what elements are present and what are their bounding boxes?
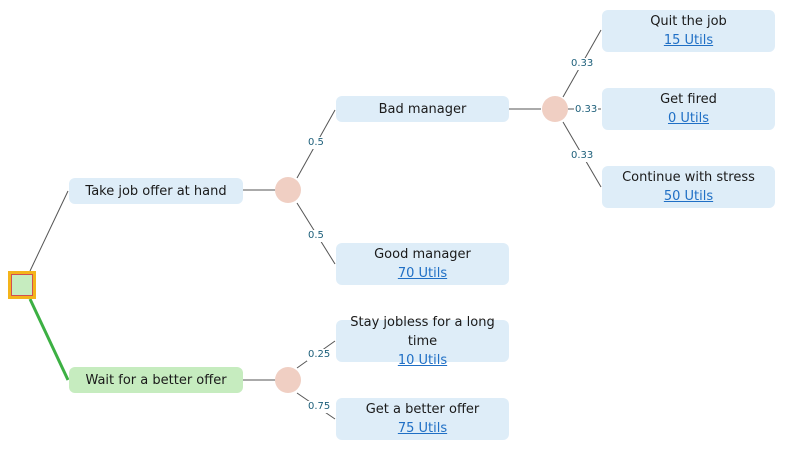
outcome-stay-jobless[interactable]: Stay jobless for a long time 10 Utils (336, 315, 509, 368)
outcome-get-fired[interactable]: Get fired 0 Utils (602, 88, 775, 130)
outcome-stay-jobless-utility[interactable]: 10 Utils (397, 352, 448, 368)
prob-quit: 0.33 (570, 58, 595, 70)
option-take-job[interactable]: Take job offer at hand (69, 178, 243, 204)
prob-continue: 0.33 (570, 150, 595, 162)
outcome-good-manager-label: Good manager (374, 247, 471, 262)
chance-node-bad-manager[interactable] (542, 96, 568, 122)
outcome-good-manager[interactable]: Good manager 70 Utils (336, 243, 509, 285)
chance-node-take[interactable] (275, 177, 301, 203)
outcome-better-offer-label: Get a better offer (365, 402, 480, 417)
prob-better-offer: 0.75 (307, 401, 332, 413)
decision-node[interactable] (8, 271, 36, 299)
outcome-continue-stress-utility[interactable]: 50 Utils (663, 189, 714, 204)
outcome-better-offer[interactable]: Get a better offer 75 Utils (336, 398, 509, 440)
chance-node-wait[interactable] (275, 367, 301, 393)
link-decision-take (29, 190, 69, 272)
outcome-quit-job-utility[interactable]: 15 Utils (663, 33, 714, 48)
link-decision-wait (28, 298, 70, 381)
outcome-get-fired-utility[interactable]: 0 Utils (667, 111, 709, 126)
outcome-bad-manager-label: Bad manager (378, 101, 467, 117)
outcome-bad-manager[interactable]: Bad manager (336, 96, 509, 122)
outcome-stay-jobless-label: Stay jobless for a long time (350, 314, 495, 349)
outcome-quit-job-label: Quit the job (650, 14, 727, 29)
decision-node-fill (12, 275, 32, 295)
outcome-continue-stress-label: Continue with stress (622, 170, 755, 185)
option-take-job-label: Take job offer at hand (85, 183, 227, 199)
outcome-continue-stress[interactable]: Continue with stress 50 Utils (602, 166, 775, 208)
prob-bad-manager: 0.5 (307, 137, 325, 149)
prob-fired: 0.33 (574, 104, 599, 116)
outcome-better-offer-utility[interactable]: 75 Utils (397, 421, 448, 436)
option-wait-offer[interactable]: Wait for a better offer (69, 367, 243, 393)
outcome-get-fired-label: Get fired (660, 92, 717, 107)
outcome-quit-job[interactable]: Quit the job 15 Utils (602, 10, 775, 52)
prob-good-manager: 0.5 (307, 230, 325, 242)
option-wait-offer-label: Wait for a better offer (85, 372, 227, 388)
prob-jobless: 0.25 (307, 349, 332, 361)
outcome-good-manager-utility[interactable]: 70 Utils (397, 266, 448, 281)
